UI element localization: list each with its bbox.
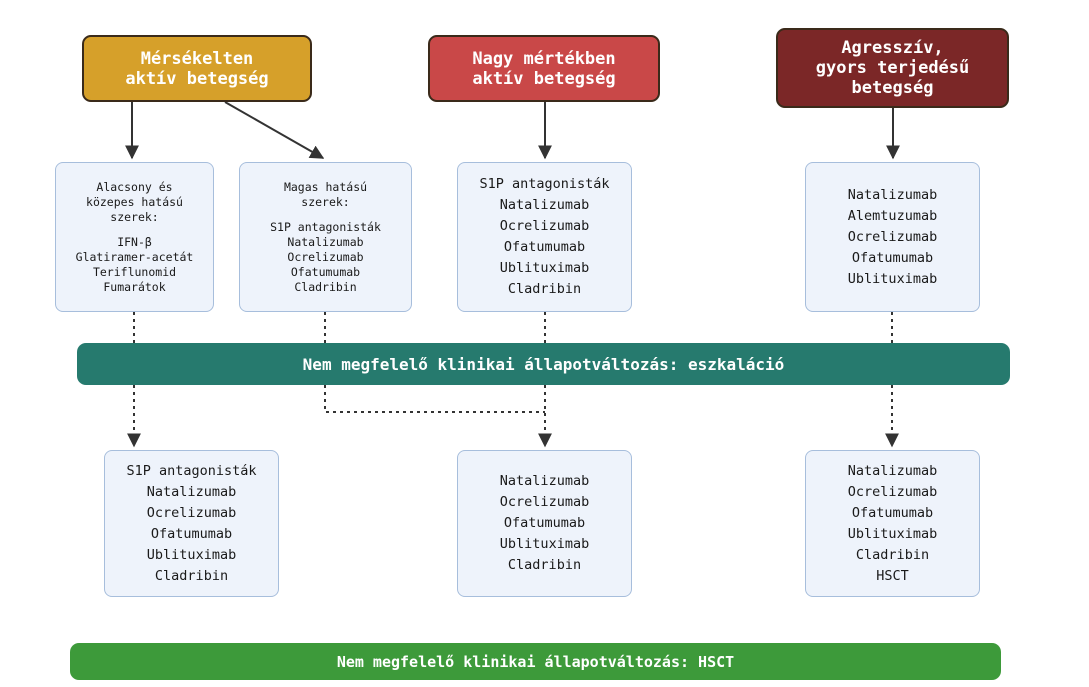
drug-item: Cladribin — [154, 567, 229, 584]
escalation-box-left: S1P antagonisták Natalizumab Ocrelizumab… — [104, 450, 279, 597]
drug-item: HSCT — [876, 567, 909, 584]
drug-item: Ocrelizumab — [499, 218, 590, 234]
box-title-line: szerek: — [110, 209, 159, 224]
drug-item: S1P antagonisták — [126, 462, 257, 479]
header-aggressive-disease: Agresszív, gyors terjedésű betegség — [776, 28, 1009, 108]
drug-item: Cladribin — [507, 557, 582, 573]
drug-item: Ofatumumab — [150, 525, 233, 542]
drug-item: Teriflunomid — [92, 264, 177, 279]
drug-item: Ofatumumab — [851, 504, 934, 521]
escalation-bar: Nem megfelelő klinikai állapotváltozás: … — [77, 343, 1010, 385]
drug-item: Fumarátok — [103, 279, 166, 294]
drug-item: Ofatumumab — [290, 264, 361, 279]
drug-item: Ublituximab — [499, 260, 590, 276]
drug-item: Natalizumab — [847, 462, 938, 479]
header-aggressive-line2: gyors terjedésű — [815, 58, 970, 78]
drug-item: Ocrelizumab — [146, 504, 237, 521]
drug-item: Ocrelizumab — [287, 249, 364, 264]
drug-item: S1P antagonisták — [479, 176, 610, 192]
treatment-box-high-efficacy: Magas hatású szerek: S1P antagonisták Na… — [239, 162, 412, 312]
drug-item: IFN-β — [117, 234, 152, 249]
drug-item: S1P antagonisták — [270, 219, 381, 234]
header-moderate-line1: Mérsékelten — [140, 48, 254, 69]
drug-item: Natalizumab — [146, 483, 237, 500]
drug-item: Natalizumab — [499, 197, 590, 213]
arrow-moderate-to-high-eff — [224, 101, 325, 159]
drug-item: Ublituximab — [847, 270, 938, 287]
hsct-label: Nem megfelelő klinikai állapotváltozás: … — [336, 652, 735, 671]
header-moderate-line2: aktív betegség — [125, 68, 269, 89]
header-aggressive-line1: Agresszív, — [841, 38, 944, 58]
header-moderate-disease: Mérsékelten aktív betegség — [82, 35, 312, 102]
box-title-line: Magas hatású — [283, 179, 368, 194]
drug-item: Ofatumumab — [503, 239, 586, 255]
drug-item: Cladribin — [855, 546, 930, 563]
header-aggressive-line3: betegség — [851, 78, 934, 98]
box-title-line: szerek: — [301, 194, 350, 209]
drug-item: Alemtuzumab — [847, 207, 938, 224]
treatment-box-high-activity: S1P antagonisták Natalizumab Ocrelizumab… — [457, 162, 632, 312]
drug-item: Ofatumumab — [503, 515, 586, 531]
header-high-activity: Nagy mértékben aktív betegség — [428, 35, 660, 102]
escalation-box-right: Natalizumab Ocrelizumab Ofatumumab Ublit… — [805, 450, 980, 597]
drug-item: Ocrelizumab — [499, 494, 590, 510]
dotted-elbow-high-eff — [324, 385, 545, 413]
drug-item: Natalizumab — [499, 473, 590, 489]
box-title-line: közepes hatású — [86, 194, 183, 209]
box-title-line: Alacsony és — [96, 179, 173, 194]
drug-item: Ocrelizumab — [847, 483, 938, 500]
escalation-label: Nem megfelelő klinikai állapotváltozás: … — [302, 354, 785, 374]
drug-item: Ublituximab — [146, 546, 237, 563]
treatment-box-low-mid: Alacsony és közepes hatású szerek: IFN-β… — [55, 162, 214, 312]
drug-item: Cladribin — [507, 281, 582, 297]
drug-item: Ocrelizumab — [847, 228, 938, 245]
drug-item: Ofatumumab — [851, 249, 934, 266]
drug-item: Natalizumab — [847, 186, 938, 203]
drug-item: Ublituximab — [847, 525, 938, 542]
header-high-line1: Nagy mértékben — [472, 48, 616, 69]
hsct-bar: Nem megfelelő klinikai állapotváltozás: … — [70, 643, 1001, 680]
drug-item: Natalizumab — [287, 234, 364, 249]
drug-item: Cladribin — [294, 279, 357, 294]
drug-item: Glatiramer-acetát — [75, 249, 194, 264]
header-high-line2: aktív betegség — [472, 68, 616, 89]
drug-item: Ublituximab — [499, 536, 590, 552]
escalation-box-middle: Natalizumab Ocrelizumab Ofatumumab Ublit… — [457, 450, 632, 597]
treatment-box-aggressive: Natalizumab Alemtuzumab Ocrelizumab Ofat… — [805, 162, 980, 312]
